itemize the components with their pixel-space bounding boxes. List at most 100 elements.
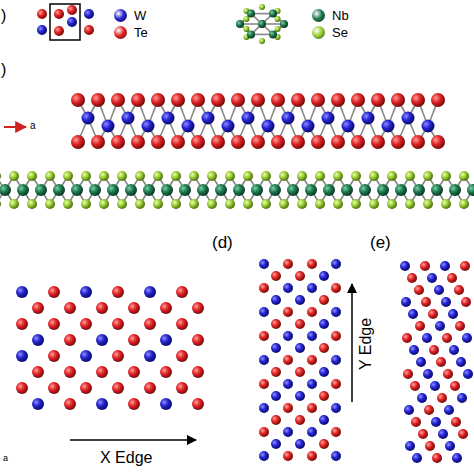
atom: [128, 334, 140, 346]
panel-label: a: [30, 121, 36, 131]
atom: [82, 112, 95, 125]
atom: [112, 382, 124, 394]
atom: [425, 441, 435, 451]
atom: [144, 286, 156, 298]
atom: [295, 367, 305, 377]
legend-swatch: [312, 9, 325, 22]
atom: [342, 120, 355, 133]
atom: [171, 135, 185, 149]
atom: [341, 184, 353, 196]
atom: [233, 184, 245, 196]
atom: [151, 93, 165, 107]
atom: [259, 259, 269, 269]
atom: [259, 451, 269, 461]
atom: [262, 120, 275, 133]
atom: [467, 184, 474, 196]
atom: [319, 319, 329, 329]
atom: [430, 381, 440, 391]
atom: [351, 93, 365, 107]
atom: [176, 286, 188, 298]
atom: [431, 417, 441, 427]
legend-text: Se: [332, 26, 348, 39]
atom: [182, 120, 195, 133]
atom: [417, 393, 427, 403]
atom: [131, 93, 145, 107]
atom: [91, 135, 105, 149]
atom: [307, 355, 317, 365]
atom: [259, 307, 269, 317]
atom: [128, 366, 140, 378]
atom: [63, 199, 73, 209]
atom: [283, 259, 293, 269]
atom: [275, 16, 281, 22]
atom: [400, 261, 410, 271]
atom: [452, 453, 462, 463]
atom: [192, 398, 204, 410]
atom: [48, 350, 60, 362]
atom: [412, 453, 422, 463]
atom: [99, 199, 109, 209]
atom: [311, 135, 325, 149]
atom: [279, 199, 289, 209]
atom: [128, 302, 140, 314]
atom: [463, 369, 473, 379]
atom: [443, 369, 453, 379]
atom: [122, 112, 135, 125]
atom: [261, 171, 271, 181]
atom: [438, 429, 448, 439]
atom: [401, 297, 411, 307]
atom: [225, 171, 235, 181]
atom: [323, 184, 335, 196]
atom: [211, 135, 225, 149]
atom: [271, 93, 285, 107]
atom: [459, 171, 469, 181]
atom: [331, 93, 345, 107]
panel-label: (d): [212, 234, 233, 251]
atom: [449, 345, 459, 355]
atom: [449, 184, 461, 196]
atom: [176, 382, 188, 394]
atom: [307, 451, 317, 461]
panel-label: ): [1, 62, 6, 78]
atom: [282, 112, 295, 125]
atom: [405, 441, 415, 451]
atom: [283, 403, 293, 413]
atom: [404, 405, 414, 415]
axis-label: Y Edge: [358, 318, 374, 370]
atom: [287, 184, 299, 196]
atom: [315, 171, 325, 181]
atom: [131, 135, 145, 149]
axis-arrow: [4, 126, 26, 128]
atom: [16, 382, 28, 394]
atom: [428, 309, 438, 319]
atom: [431, 184, 443, 196]
atom: [362, 112, 375, 125]
atom: [9, 171, 19, 181]
atom: [160, 366, 172, 378]
atom: [322, 112, 335, 125]
atom: [421, 297, 431, 307]
atom: [420, 261, 430, 271]
atom: [333, 199, 343, 209]
atom: [259, 403, 269, 413]
atom: [192, 302, 204, 314]
atom: [391, 135, 405, 149]
atom: [32, 398, 44, 410]
atom: [271, 391, 281, 401]
atom: [283, 307, 293, 317]
atom: [48, 318, 60, 330]
atom: [117, 199, 127, 209]
atom: [435, 321, 445, 331]
atom: [0, 171, 1, 181]
atom: [189, 171, 199, 181]
atom: [315, 199, 325, 209]
atom: [405, 171, 415, 181]
atom: [295, 271, 305, 281]
atom: [135, 171, 145, 181]
atom: [447, 273, 457, 283]
atom: [247, 10, 255, 18]
panel-label: X Edge: [100, 450, 152, 466]
atom: [111, 135, 125, 149]
atom: [191, 135, 205, 149]
